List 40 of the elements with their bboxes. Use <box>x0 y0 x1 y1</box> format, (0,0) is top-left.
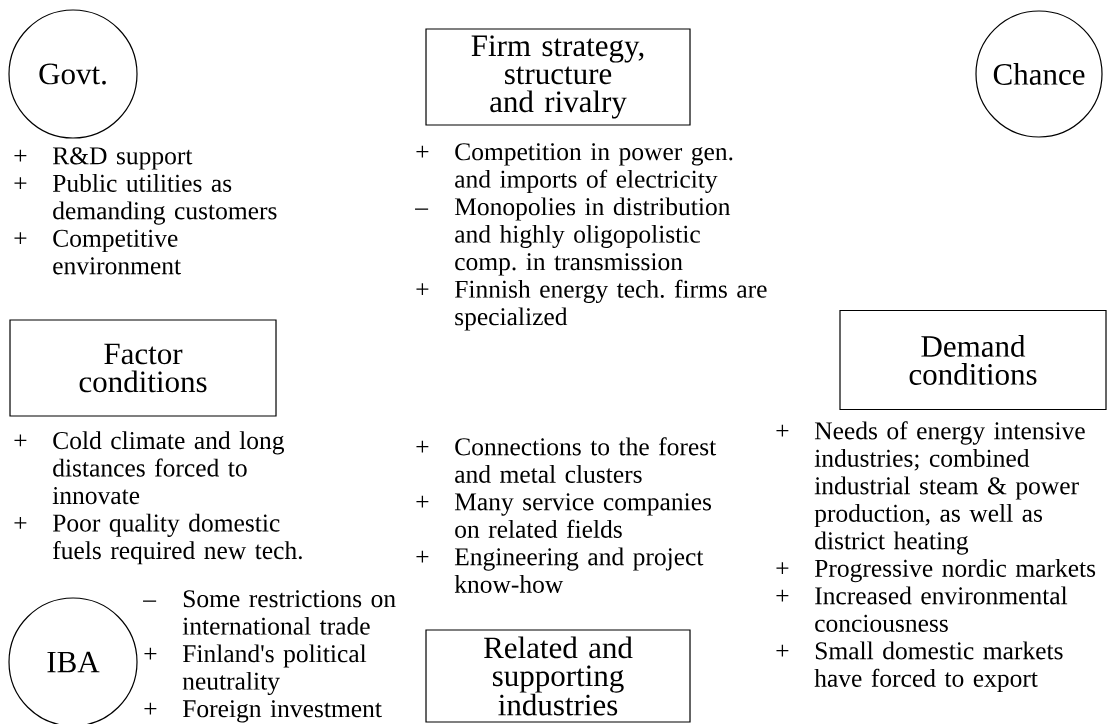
bullet-text: Connections to the forest and metal clusters <box>455 437 717 483</box>
bullet-text: Monopolies in distribution and highly oligopolistic comp. in transmission <box>454 197 731 276</box>
bullet-text: Progressive nordic markets <box>814 558 1096 583</box>
heading-box: Demand conditions <box>839 309 1107 411</box>
bullet-text: Small domestic markets have forced to export <box>814 641 1063 693</box>
sign: + <box>416 550 429 563</box>
bullet-text: Finnish energy tech. firms are specialized <box>454 279 767 331</box>
sign: + <box>776 644 789 657</box>
bullet-text: Some restrictions on international trade <box>182 590 396 635</box>
bullet-text: Finland's political neutrality <box>182 644 367 696</box>
sign: + <box>416 145 429 158</box>
sign: + <box>416 495 429 508</box>
sign: + <box>14 149 27 162</box>
bullet-text: Poor quality domestic fuels required new tech. <box>52 513 302 565</box>
bullet-text: Competitive environment <box>53 229 181 275</box>
sign: + <box>416 440 429 453</box>
sign: + <box>144 647 157 660</box>
sign: + <box>776 589 789 602</box>
sign: + <box>416 283 429 296</box>
bullet-text: Public utilities as demanding customers <box>52 173 277 225</box>
bullet-text: Needs of energy intensive industries; combined industrial steam & power production, as well as district heating <box>814 421 1085 555</box>
sign: + <box>144 702 157 715</box>
heading-box: Firm strategy, structure and rivalry <box>425 28 691 126</box>
sign: + <box>14 434 27 447</box>
sign: + <box>776 562 789 575</box>
sign: + <box>14 177 27 190</box>
sign: – <box>415 208 429 210</box>
bullet-text: Competition in power gen. and imports of electricity <box>455 143 733 194</box>
bullet-text: Increased environmental conciousness <box>815 586 1068 632</box>
sign: + <box>776 424 789 437</box>
bullet-text: R&D support <box>52 147 193 170</box>
bullet-text: Foreign investment <box>182 700 382 723</box>
sign: + <box>14 517 27 529</box>
sign: – <box>143 600 157 602</box>
heading-box: Factor conditions <box>9 319 277 417</box>
bullet-text: Engineering and project know-how <box>454 547 704 593</box>
bullet-text: Cold climate and long distances forced to innovate <box>52 431 285 505</box>
heading-box: Related and supporting industries <box>425 629 691 723</box>
bullet-text: Many service companies on related fields <box>454 493 712 538</box>
sign: + <box>14 232 27 245</box>
